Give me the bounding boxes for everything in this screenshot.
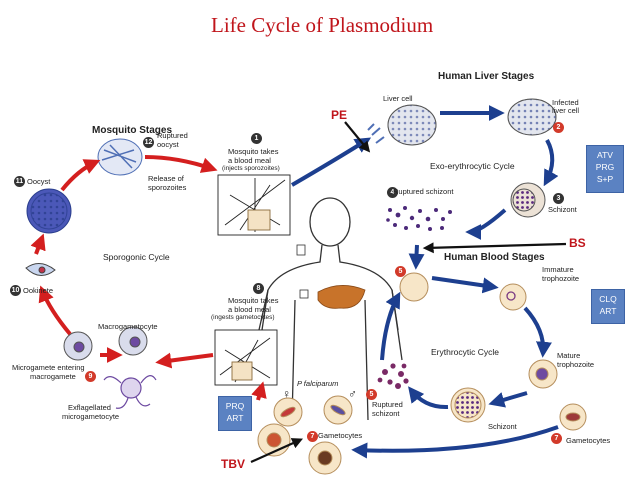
label-release-2: sporozoites [148,183,187,192]
label-exo-cycle: Exo-erythrocytic Cycle [430,161,515,171]
label-ruptured-blood-2: schizont [372,409,400,418]
diagram-title: Life Cycle of Plasmodium [211,13,434,37]
label-meal2-2: a blood meal [228,305,271,314]
label-macrogametocyte: Macrogametocyte [98,322,158,331]
label-liver-cell: Liver cell [383,94,413,103]
label-p-falciparum: P falciparum [297,379,339,388]
label-ruptured-blood-1: Ruptured [372,400,403,409]
liver-cell [387,104,437,146]
label-exflag-1: Exflagellated [68,403,111,412]
label-release-1: Release of [148,174,184,183]
label-exflag-2: microgametocyte [62,412,120,421]
step-number-2: 2 [553,122,564,133]
label-mature-2: trophozoite [557,360,595,369]
mosquito-figure-bottom [214,329,278,386]
drug-sp: S+P [596,174,614,184]
drug-art-gametocyte: ART [226,413,244,423]
step-number-9: 9 [85,371,96,382]
label-immature-1: Immature [542,265,574,274]
drug-box-clq: CLQ ART [591,289,625,324]
label-schizont-liver: Schizont [548,205,577,214]
drug-prq: PRQ [225,401,245,411]
step-number-12: 12 [143,137,154,148]
mosquito-figure-top [217,174,291,236]
label-infected-1: Infected [552,98,579,107]
step-number-11: 11 [14,176,25,187]
macrogametocyte [118,326,148,356]
label-meal1-1: Mosquito takes [228,147,279,156]
tag-pe: PE [331,108,348,122]
blood-cell-ruptured [377,363,409,389]
arm-band-top [296,244,306,256]
drug-prg: PRG [595,162,615,172]
label-ookinete: Ookinete [23,286,54,295]
label-ruptured-oocyst-2: oocyst [157,140,179,149]
label-gametocytes-blood: Gametocytes [566,436,611,445]
liver-schizont [510,182,546,218]
ruptured-oocyst [97,138,143,176]
label-meal1-2: a blood meal [228,156,271,165]
label-microgamete-1: Microgamete entering [12,363,85,372]
male-symbol: ♂ [348,387,357,401]
header-blood-stages: Human Blood Stages [444,252,545,263]
label-sporogonic-cycle: Sporogonic Cycle [103,252,170,262]
label-gametocytes-center: Gametocytes [318,431,363,440]
label-meal1-3: (injects sporozoites) [222,165,280,172]
blood-cell-merozoite [399,272,429,302]
label-ruptured-oocyst-1: Ruptured [157,131,188,140]
tag-bs: BS [569,236,586,250]
sporozoites-entering [367,123,385,144]
step-number-5b: 5 [366,389,377,400]
label-oocyst: Oocyst [27,177,51,186]
falciparum-gametocytes [257,395,353,475]
step-number-1: 1 [251,133,262,144]
blue-cycle-arrows [290,105,559,459]
step-number-10: 10 [10,285,21,296]
drug-atv: ATV [597,150,613,160]
step-number-7: 7 [551,433,562,444]
header-liver-stages: Human Liver Stages [438,71,535,82]
label-erythrocytic-cycle: Erythrocytic Cycle [431,347,500,357]
tag-pointer-arrows [250,121,567,464]
drug-art-blood: ART [599,306,617,316]
liver-organ [317,285,366,309]
step-number-8: 8 [253,283,264,294]
step-number-5: 5 [395,266,406,277]
drug-clq: CLQ [599,294,617,304]
drug-box-atv: ATV PRG S+P [586,145,624,193]
oocyst [26,188,72,234]
tag-tbv: TBV [221,457,245,471]
infected-liver-cell [507,98,557,136]
microgamete-entering [63,331,93,361]
label-schizont-blood: Schizont [488,422,517,431]
step-number-4: 4 [387,187,398,198]
liver-ruptured-schizont [386,206,452,231]
blood-cell-mature [528,359,558,389]
label-meal2-1: Mosquito takes [228,296,279,305]
label-infected-2: liver cell [552,106,580,115]
step-number-3: 3 [553,193,564,204]
label-meal2-3: (ingests gametocytes) [211,314,275,321]
label-ruptured-schizont: Ruptured schizont [393,187,454,196]
female-symbol: ♀ [282,387,291,401]
label-immature-2: trophozoite [542,274,580,283]
exflagellated-microgametocyte [103,375,157,409]
header-mosquito-stages: Mosquito Stages [92,125,173,136]
step-number-7b: 7 [307,431,318,442]
label-microgamete-2: macrogamete [30,372,76,381]
blood-cell-schizont [450,387,486,423]
arm-band-bottom [299,289,309,299]
label-mature-1: Mature [557,351,581,360]
blood-cell-immature [499,283,527,311]
red-cycle-arrows [30,155,267,401]
blood-cell-gametocyte [559,403,587,431]
ookinete [25,263,56,276]
drug-box-prq: PRQ ART [218,396,252,431]
